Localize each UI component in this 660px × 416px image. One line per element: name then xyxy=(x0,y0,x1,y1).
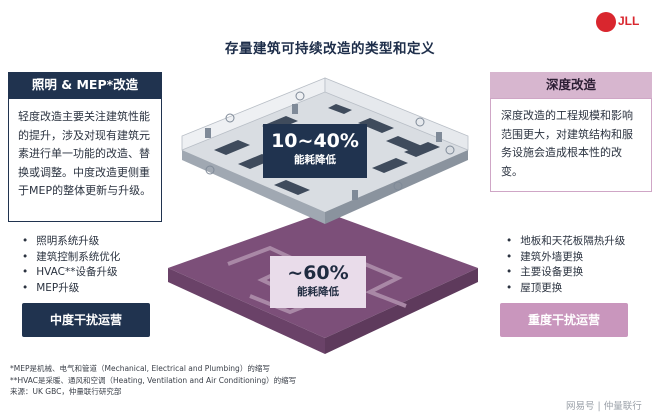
deep-retrofit-saving-badge: ~60% 能耗降低 xyxy=(270,256,366,308)
deep-retrofit-list: 地板和天花板隔热升级 建筑外墙更换 主要设备更换 屋顶更换 xyxy=(506,234,625,296)
lighting-mep-description: 轻度改造主要关注建筑性能的提升，涉及对现有建筑元素进行单一功能的改造、替换或调整… xyxy=(8,98,162,222)
watermark: 网易号 | 仲量联行 xyxy=(566,401,642,412)
deep-retrofit-description: 深度改造的工程规模和影响范围更大，对建筑结构和服务设施会造成根本性的改变。 xyxy=(490,98,652,192)
severe-disruption-label: 重度干扰运营 xyxy=(500,303,628,337)
list-item: HVAC**设备升级 xyxy=(22,265,120,281)
footnote-source: 来源：UK GBC，仲量联行研究部 xyxy=(10,387,122,396)
list-item: 主要设备更换 xyxy=(506,265,625,281)
lighting-mep-heading: 照明 & MEP*改造 xyxy=(8,72,162,98)
jll-logo-text: JLL xyxy=(618,14,640,28)
moderate-disruption-label: 中度干扰运营 xyxy=(22,303,150,337)
list-item: 地板和天花板隔热升级 xyxy=(506,234,625,250)
page-title: 存量建筑可持续改造的类型和定义 xyxy=(225,41,435,57)
office-furniture xyxy=(214,104,440,195)
footnote-mep: *MEP是机械、电气和管道（Mechanical, Electrical and… xyxy=(10,364,270,373)
list-item: MEP升级 xyxy=(22,281,120,297)
jll-logo: JLL xyxy=(596,12,652,32)
lighting-icons xyxy=(205,91,455,191)
deep-retrofit-saving-value: ~60% xyxy=(287,262,349,284)
deep-retrofit-saving-label: 能耗降低 xyxy=(297,286,339,298)
lighting-mep-list: 照明系统升级 建筑控制系统优化 HVAC**设备升级 MEP升级 xyxy=(22,234,120,296)
light-retrofit-saving-value: 10~40% xyxy=(271,130,359,152)
list-item: 建筑控制系统优化 xyxy=(22,250,120,266)
list-item: 屋顶更换 xyxy=(506,281,625,297)
light-retrofit-saving-label: 能耗降低 xyxy=(294,154,336,166)
list-item: 建筑外墙更换 xyxy=(506,250,625,266)
light-retrofit-saving-badge: 10~40% 能耗降低 xyxy=(263,124,367,178)
footnote-hvac: **HVAC是采暖、通风和空调（Heating, Ventilation and… xyxy=(10,375,297,385)
jll-logo-mark-icon xyxy=(596,12,616,32)
deep-retrofit-heading: 深度改造 xyxy=(490,72,652,98)
list-item: 照明系统升级 xyxy=(22,234,120,250)
footnotes: *MEP是机械、电气和管道（Mechanical, Electrical and… xyxy=(10,363,296,398)
